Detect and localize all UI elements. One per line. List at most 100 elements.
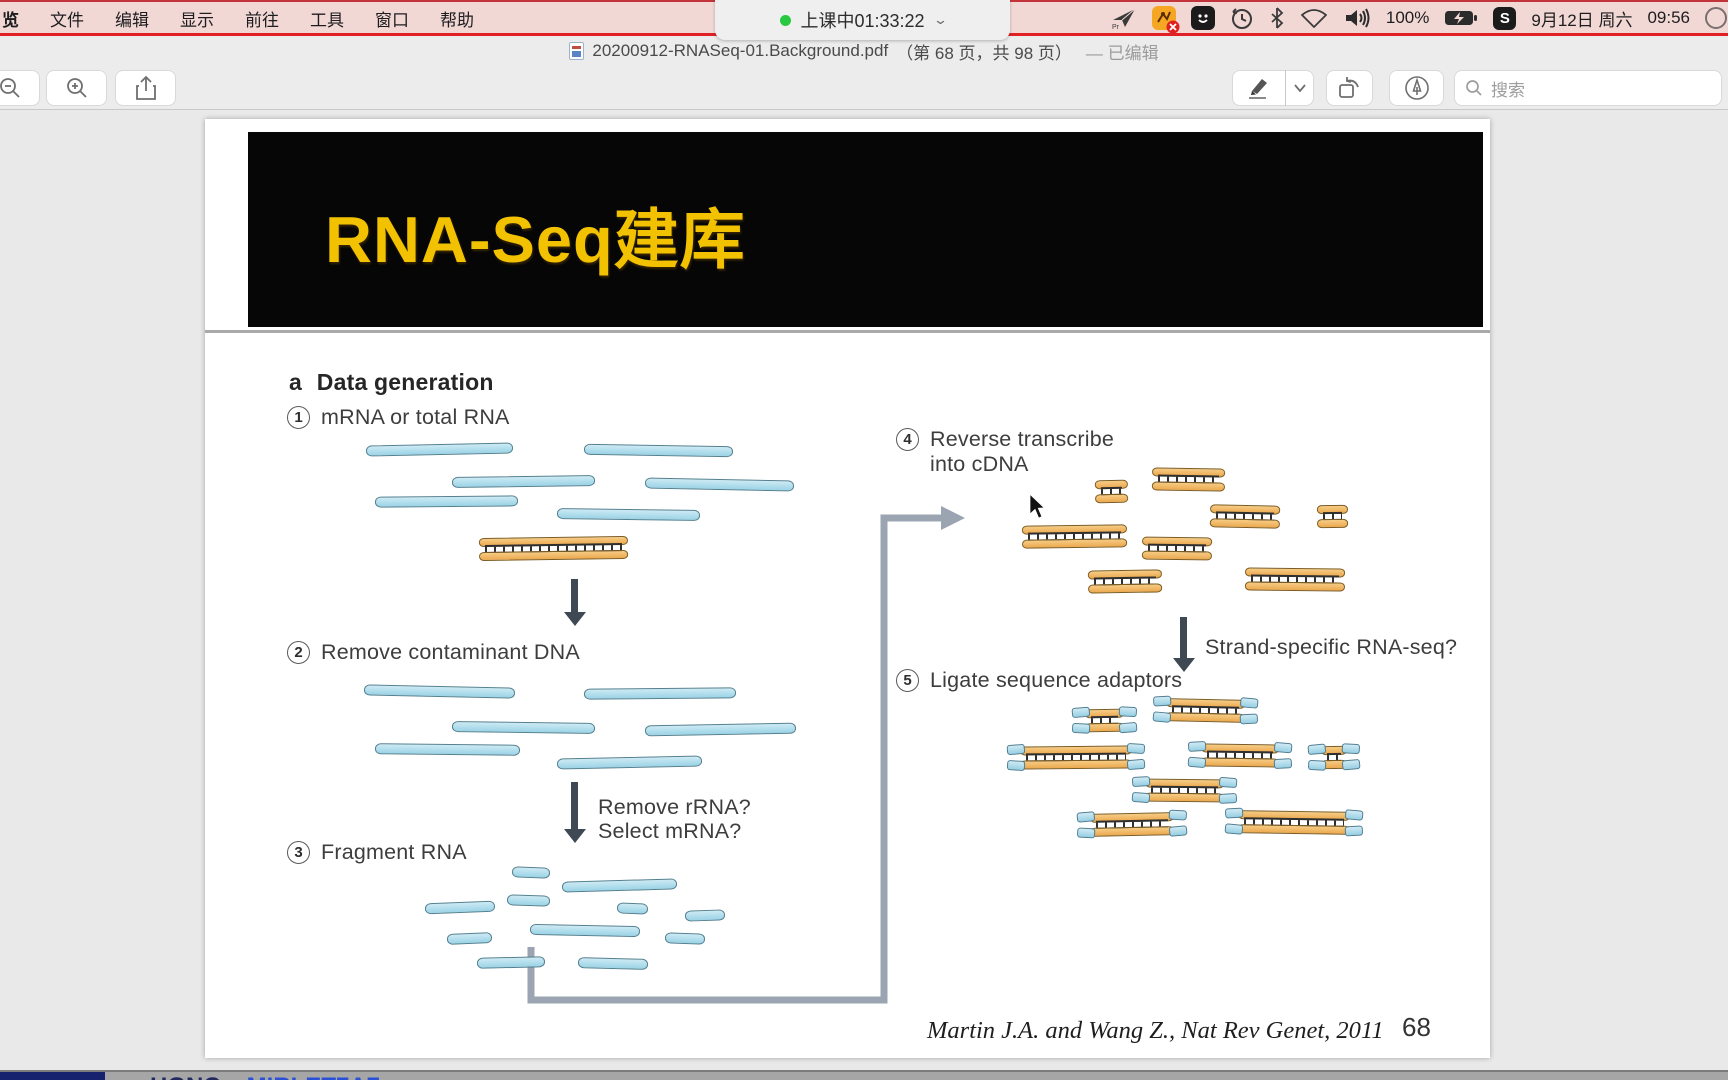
battery-icon[interactable] (1444, 9, 1478, 27)
zoom-out-button[interactable] (0, 71, 39, 105)
menu-item-前往[interactable]: 前往 (245, 10, 279, 30)
rna-fragment (664, 932, 706, 945)
cdna-fragment (1209, 504, 1281, 529)
adaptor-chip (1168, 825, 1188, 837)
battery-percent: 100% (1385, 8, 1430, 27)
adaptor-chip (1218, 792, 1238, 804)
adaptor-chip (1239, 713, 1259, 725)
banner-divider (205, 330, 1490, 333)
highlighter-dropdown-button[interactable] (1286, 71, 1313, 105)
cdna-fragment (1087, 569, 1163, 594)
adaptor-chip (1071, 706, 1091, 719)
menu-item-编辑[interactable]: 编辑 (115, 10, 149, 30)
share-button[interactable] (116, 71, 175, 105)
menu-item-帮助[interactable]: 帮助 (440, 10, 474, 30)
panel-heading: a Data generation (289, 369, 494, 396)
adaptor-ligated-fragment (1187, 740, 1293, 770)
slide-title: RNA-Seq建库 (325, 203, 746, 276)
adaptor-chip (1344, 809, 1364, 821)
search-input[interactable]: 搜索 (1455, 71, 1721, 105)
adaptor-chip (1131, 776, 1151, 788)
rna-fragment (446, 932, 493, 945)
svg-text:Pr: Pr (1112, 24, 1120, 30)
adaptor-chip (1126, 742, 1146, 755)
adaptor-chip (1187, 740, 1207, 752)
rna-fragment (529, 923, 641, 938)
window-title-bar: 20200912-RNASeq-01.Background.pdf （第 68 … (0, 36, 1728, 66)
menubar-date[interactable]: 9月12日 周六 (1531, 10, 1633, 30)
preview-content-area[interactable]: RNA-Seq建库 a Data generation 1 mRNA or to… (0, 110, 1728, 1070)
adaptor-ligated-fragment (1131, 776, 1238, 804)
rna-fragment (556, 508, 701, 521)
rna-fragment (556, 755, 703, 770)
search-icon (1466, 80, 1482, 96)
cdna-fragment (1141, 536, 1213, 561)
highlighter-button[interactable] (1233, 71, 1285, 105)
adaptor-chip (1006, 759, 1026, 772)
adaptor-chip (1118, 706, 1138, 718)
green-status-dot (779, 14, 791, 26)
class-timer-notification[interactable]: 上课中01:33:22 ⌄ (715, 0, 1010, 40)
rna-fragment (451, 721, 596, 734)
smiley-app-icon[interactable] (1190, 6, 1215, 30)
arrow-step1-to-step2 (571, 579, 578, 613)
zoom-in-button[interactable] (47, 71, 106, 105)
step-3-number: 3 (287, 841, 310, 864)
cdna-fragment (1244, 567, 1346, 592)
adaptor-chip (1307, 759, 1327, 771)
adaptor-chip (1218, 776, 1238, 789)
paperplane-icon[interactable]: Pr (1111, 6, 1137, 30)
rna-fragment (506, 894, 551, 907)
adaptor-chip (1006, 743, 1026, 756)
adaptor-chip (1273, 741, 1293, 754)
adaptor-chip (1076, 827, 1096, 839)
menu-item-工具[interactable]: 工具 (310, 10, 344, 30)
background-window-text: HGNC:MIRLET7A7 (150, 1073, 380, 1080)
menu-items: 览 文件 编辑 显示 前往 工具 窗口 帮助 (0, 0, 474, 36)
s-app-icon[interactable]: S (1493, 6, 1517, 30)
rna-fragment (451, 475, 596, 488)
menu-item-文件[interactable]: 文件 (50, 10, 84, 30)
adaptor-chip (1071, 722, 1091, 734)
slide-page-number: 68 (1402, 1012, 1431, 1042)
rna-fragment (561, 878, 678, 893)
step-3-label: 3 Fragment RNA (287, 840, 467, 865)
siri-icon[interactable] (1705, 7, 1727, 29)
cdna-fragment (1316, 504, 1349, 529)
rotate-button[interactable] (1327, 71, 1372, 105)
rna-fragment (644, 477, 795, 492)
adaptor-ligated-fragment (1071, 706, 1138, 735)
cdna-fragment (1021, 524, 1128, 549)
menu-item-窗口[interactable]: 窗口 (375, 10, 409, 30)
bluetooth-icon[interactable] (1269, 6, 1285, 30)
adaptor-chip (1126, 758, 1146, 771)
adaptor-ligated-fragment (1006, 742, 1146, 772)
menu-item-显示[interactable]: 显示 (180, 10, 214, 30)
graph-app-icon[interactable] (1151, 6, 1180, 34)
adaptor-chip (1239, 697, 1259, 709)
step-5-number: 5 (896, 669, 919, 692)
markup-button[interactable] (1390, 71, 1443, 105)
menubar-clock[interactable]: 09:56 (1647, 8, 1690, 27)
arrow-step4-to-step5 (1180, 617, 1187, 659)
step-2-number: 2 (287, 641, 310, 664)
volume-icon[interactable] (1343, 7, 1371, 29)
chevron-down-icon[interactable]: ⌄ (932, 12, 948, 27)
pdf-doc-icon (569, 42, 585, 60)
adaptor-chip (1341, 743, 1361, 755)
adaptor-chip (1273, 758, 1293, 770)
rna-fragment (374, 743, 521, 756)
gene-link[interactable]: MIRLET7A7 (247, 1073, 380, 1080)
adaptor-chip (1224, 823, 1244, 835)
background-window-navy-block (0, 1072, 105, 1080)
cdna-fragment (478, 535, 629, 562)
mouse-cursor (1028, 492, 1047, 520)
time-machine-icon[interactable] (1230, 6, 1254, 30)
menu-item-app[interactable]: 览 (2, 10, 19, 30)
adaptor-ligated-fragment (1307, 743, 1361, 772)
background-window-strip[interactable]: HGNC:MIRLET7A7 (0, 1070, 1728, 1080)
wifi-icon[interactable] (1300, 7, 1328, 29)
adaptor-chip (1152, 711, 1172, 723)
citation: Martin J.A. and Wang Z., Nat Rev Genet, … (927, 1017, 1384, 1044)
annotation-strand-specific: Strand-specific RNA-seq? (1205, 635, 1458, 659)
